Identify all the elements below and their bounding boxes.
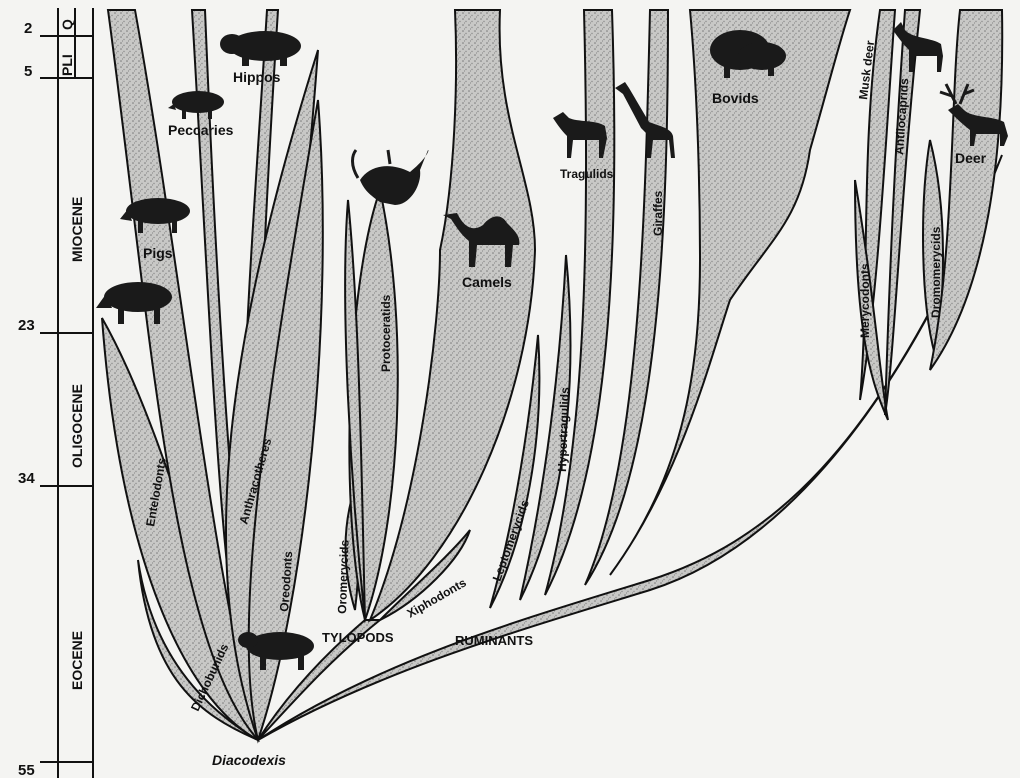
label-bovids: Bovids bbox=[712, 90, 759, 106]
label-group-ruminants: RUMINANTS bbox=[455, 633, 533, 648]
label-camels: Camels bbox=[462, 274, 512, 290]
label-dromomerycids: Dromomerycids bbox=[929, 226, 943, 318]
label-hypertragulids: Hypertragulids bbox=[555, 387, 572, 472]
label-giraffes: Giraffes bbox=[651, 190, 665, 236]
label-deer: Deer bbox=[955, 150, 987, 166]
label-group-tylopods: TYLOPODS bbox=[322, 630, 394, 645]
age-5: 5 bbox=[24, 63, 32, 80]
age-34: 34 bbox=[18, 470, 35, 487]
label-peccaries: Peccaries bbox=[168, 122, 234, 138]
label-protoceratids: Protoceratids bbox=[379, 294, 393, 372]
label-root-diacodexis: Diacodexis bbox=[212, 752, 286, 768]
label-oromerycids: Oromerycids bbox=[335, 539, 352, 614]
label-hippos: Hippos bbox=[233, 69, 281, 85]
age-2: 2 bbox=[24, 20, 32, 37]
label-tragulids: Tragulids bbox=[560, 167, 614, 181]
label-pigs: Pigs bbox=[143, 245, 173, 261]
epoch-oligocene: OLIGOCENE bbox=[69, 384, 85, 468]
label-merycodonts: Merycodonts bbox=[858, 263, 872, 338]
epoch-pliocene: PLI bbox=[59, 54, 75, 76]
age-55: 55 bbox=[18, 762, 35, 778]
age-23: 23 bbox=[18, 317, 35, 334]
epoch-miocene: MIOCENE bbox=[69, 197, 85, 262]
epoch-eocene: EOCENE bbox=[69, 631, 85, 690]
epoch-quaternary: Q bbox=[59, 19, 75, 30]
